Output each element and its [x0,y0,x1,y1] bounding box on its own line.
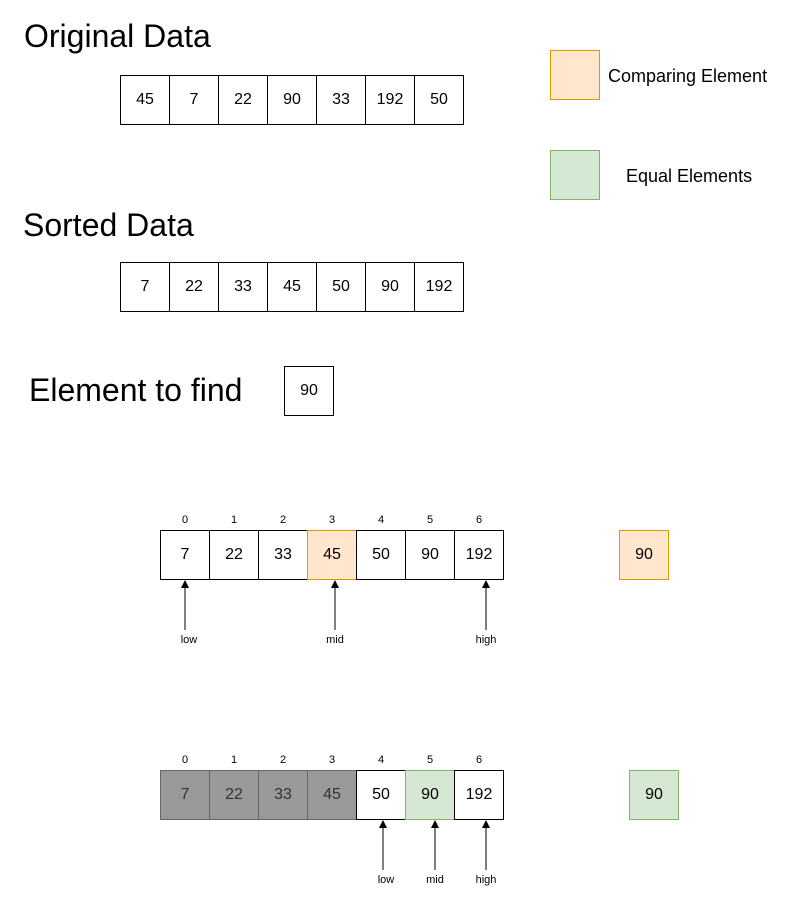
sorted-cell: 50 [316,262,366,312]
step1-index-row: 0 1 2 3 4 5 6 [160,514,504,526]
index-label: 3 [328,514,336,526]
step2-eliminated-cell: 22 [209,770,259,820]
step1-array: 7 22 33 45 50 90 192 [160,530,504,580]
step1-cell: 50 [356,530,406,580]
index-label: 6 [475,514,483,526]
step1-high-label: high [475,634,497,646]
step2-eliminated-cell: 7 [160,770,210,820]
original-cell: 33 [316,75,366,125]
legend-comparing-swatch [550,50,600,100]
step2-array: 7 22 33 45 50 90 192 [160,770,504,820]
original-cell: 90 [267,75,317,125]
step2-eliminated-cell: 33 [258,770,308,820]
index-label: 5 [426,754,434,766]
original-cell: 22 [218,75,268,125]
original-cell: 50 [414,75,464,125]
step1-cell: 192 [454,530,504,580]
index-label: 4 [377,754,385,766]
index-label: 3 [328,754,336,766]
step2-eliminated-cell: 45 [307,770,357,820]
step2-low-label: low [377,874,395,886]
step1-cell: 33 [258,530,308,580]
target-element-box: 90 [284,366,334,416]
index-label: 2 [279,754,287,766]
step1-cell: 22 [209,530,259,580]
sorted-data-array: 7 22 33 45 50 90 192 [120,262,464,312]
step2-cell: 50 [356,770,406,820]
sorted-cell: 22 [169,262,219,312]
element-to-find-title: Element to find [29,372,243,408]
original-data-title: Original Data [24,18,211,54]
step1-cell: 90 [405,530,455,580]
original-cell: 7 [169,75,219,125]
sorted-cell: 7 [120,262,170,312]
index-label: 4 [377,514,385,526]
sorted-cell: 45 [267,262,317,312]
legend-equal-label: Equal Elements [626,166,753,186]
legend-comparing-label: Comparing Element [608,66,768,86]
legend-equal-swatch [550,150,600,200]
index-label: 5 [426,514,434,526]
step1-compare-box: 90 [619,530,669,580]
step1-mid-cell: 45 [307,530,357,580]
step2-compare-box: 90 [629,770,679,820]
sorted-cell: 192 [414,262,464,312]
original-data-array: 45 7 22 90 33 192 50 [120,75,464,125]
index-label: 2 [279,514,287,526]
step2-mid-cell: 90 [405,770,455,820]
step1-cell: 7 [160,530,210,580]
step2-index-row: 0 1 2 3 4 5 6 [160,754,504,766]
step1-mid-label: mid [326,634,344,646]
step2-mid-label: mid [426,874,444,886]
index-label: 1 [230,754,238,766]
step2-cell: 192 [454,770,504,820]
index-label: 6 [475,754,483,766]
step1-low-label: low [180,634,198,646]
sorted-data-title: Sorted Data [23,207,194,243]
index-label: 0 [181,514,189,526]
sorted-cell: 33 [218,262,268,312]
index-label: 1 [230,514,238,526]
original-cell: 45 [120,75,170,125]
step2-high-label: high [475,874,497,886]
original-cell: 192 [365,75,415,125]
sorted-cell: 90 [365,262,415,312]
index-label: 0 [181,754,189,766]
